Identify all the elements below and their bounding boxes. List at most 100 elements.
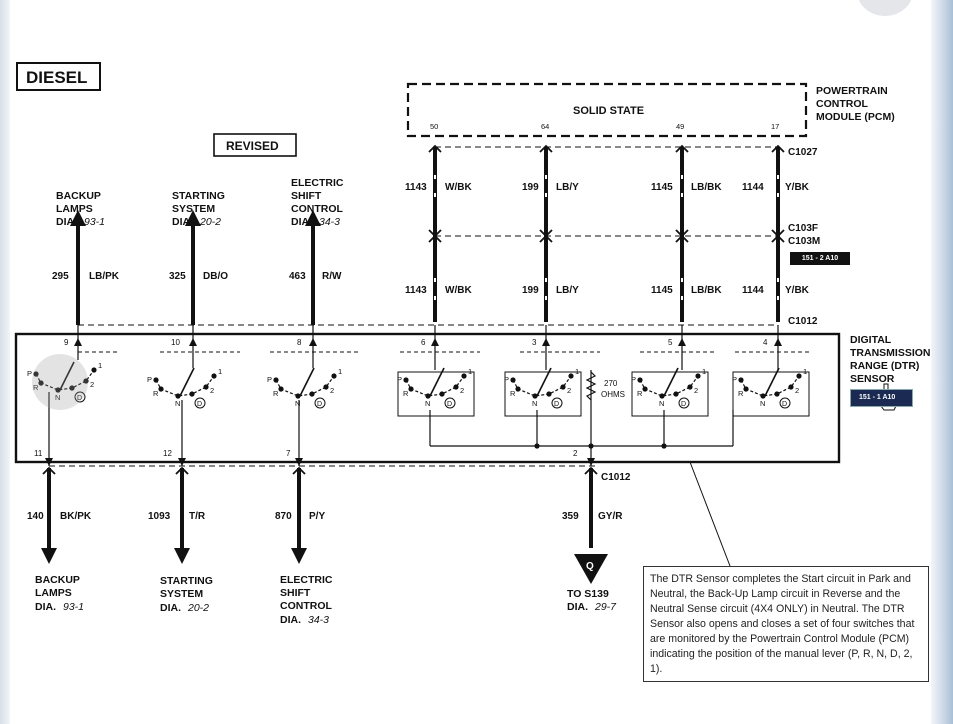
switch-contact (560, 384, 566, 390)
ref-dia: DIA. (56, 216, 77, 228)
wire-color: W/BK (445, 182, 472, 193)
wire-color: Y/BK (785, 285, 810, 296)
ref-dia-number: 20-2 (187, 602, 209, 614)
ref-label: BACKUP (56, 190, 101, 202)
wire-color: GY/R (598, 511, 623, 522)
switch-contact (760, 393, 766, 399)
pin-number: 12 (163, 449, 172, 458)
pin-number: 2 (573, 449, 578, 458)
wire-circuit: 870 (275, 511, 292, 522)
ref-dia: DIA. (291, 216, 312, 228)
connector-c103f: C103F (788, 223, 818, 234)
switch-contact (189, 391, 195, 397)
sensor-lead-arrows (45, 338, 782, 466)
switch-d-ring (74, 391, 86, 403)
right-scrollbar[interactable] (931, 0, 953, 724)
switch-letter-n: N (659, 399, 664, 408)
connector-c1027: C1027 (788, 147, 818, 158)
dtr-label: DIGITAL TRANSMISSION RANGE (DTR) SENSOR (850, 334, 931, 385)
wire-circuit: 1143 (405, 285, 427, 296)
switch-d-ring (194, 397, 206, 409)
dtr-label-line: RANGE (DTR) (850, 360, 919, 372)
switch-contact (510, 377, 516, 383)
switch-contact (323, 384, 329, 390)
switch-letter-d: D (447, 401, 452, 408)
ref-dia: DIA. (280, 614, 301, 626)
switch-contact (453, 384, 459, 390)
ref-label: SYSTEM (172, 203, 215, 215)
top-ref-wires (76, 222, 315, 325)
wire-color: LB/PK (89, 271, 120, 282)
switch-d-ring (779, 397, 791, 409)
ref-dia-number: 93-1 (84, 216, 105, 228)
wire-texture (434, 175, 779, 300)
switch-blade (536, 367, 552, 397)
switch-contact (278, 386, 284, 392)
switch-blade (764, 367, 780, 397)
wire-circuit: 359 (562, 511, 579, 522)
resistor-270-ohm: 270 OHMS (585, 371, 625, 401)
floating-control[interactable] (857, 0, 913, 16)
left-window-edge (0, 0, 10, 724)
wire-circuit: 1145 (651, 182, 673, 193)
switch-contact (408, 386, 414, 392)
switch-letter-n: N (532, 399, 537, 408)
switch-contact (637, 377, 643, 383)
switch-letter-p: P (732, 375, 737, 384)
wire-color: P/Y (309, 511, 325, 522)
connector-chevrons (428, 144, 785, 243)
bus-junctions (534, 443, 667, 449)
wire-circuit: 463 (289, 271, 306, 282)
wire-color: LB/BK (691, 182, 722, 193)
pin-number: 6 (421, 338, 426, 347)
wire-circuit: 1144 (742, 182, 764, 193)
switch-letter-n: N (425, 399, 430, 408)
ref-label: CONTROL (291, 203, 343, 215)
dtr-part-badge[interactable]: 151 - 1 A10 (850, 389, 913, 407)
bottom-ref-labels: 140 BK/PK BACKUP LAMPS DIA. 93-1 1093 T/… (27, 511, 623, 626)
ref-label: STARTING (172, 190, 225, 202)
switch-enclosure (504, 371, 582, 417)
switch-blade (429, 367, 445, 397)
bottom-ref-wires (47, 468, 593, 552)
switch-contact (91, 367, 97, 373)
bottom-ref-arrowheads (41, 548, 608, 584)
switch-letter-p: P (397, 375, 402, 384)
c103-part-badge: 151 - 2 A10 (790, 252, 850, 265)
ref-dia-number: 29-7 (594, 601, 617, 613)
switch-contact (33, 371, 39, 377)
switch-contact (203, 384, 209, 390)
connector-c1012-top: C1012 (788, 316, 818, 327)
wire-color: Y/BK (785, 182, 810, 193)
pcm-wire-labels-lower: 1143 W/BK 199 LB/Y 1145 LB/BK 1144 Y/BK (405, 285, 810, 296)
pin-number: 8 (297, 338, 302, 347)
switch-contact (532, 393, 538, 399)
ref-label: ELECTRIC (291, 177, 344, 189)
pcm-box-label: SOLID STATE (573, 105, 644, 117)
switch-blade (299, 367, 315, 397)
dtr-label-line: SENSOR (850, 373, 895, 385)
top-ref-labels: BACKUP LAMPS DIA. 93-1 295 LB/PK STARTIN… (52, 177, 344, 282)
wire-color: BK/PK (60, 511, 92, 522)
pcm-pin: 17 (771, 122, 779, 131)
ref-label: STARTING (160, 575, 213, 587)
switch-contact (55, 387, 61, 393)
wire-circuit: 199 (522, 285, 539, 296)
switch-blade (663, 367, 679, 397)
switch-letter-p: P (504, 375, 509, 384)
switch-letter-n: N (175, 399, 180, 408)
switch-contact (774, 391, 780, 397)
switch-letter-2: 2 (210, 386, 214, 395)
switch-enclosure (732, 371, 810, 417)
pcm-wire-labels-upper: 1143 W/BK 199 LB/Y 1145 LB/BK 1144 Y/BK (405, 182, 810, 193)
switch-contact (568, 373, 574, 379)
switch-letter-1: 1 (98, 361, 102, 370)
switch-contact (695, 373, 701, 379)
switch-contact (273, 377, 279, 383)
switch-contact (158, 386, 164, 392)
ref-label: SHIFT (280, 587, 311, 599)
switch-contact (738, 377, 744, 383)
ref-label: BACKUP (35, 574, 80, 586)
